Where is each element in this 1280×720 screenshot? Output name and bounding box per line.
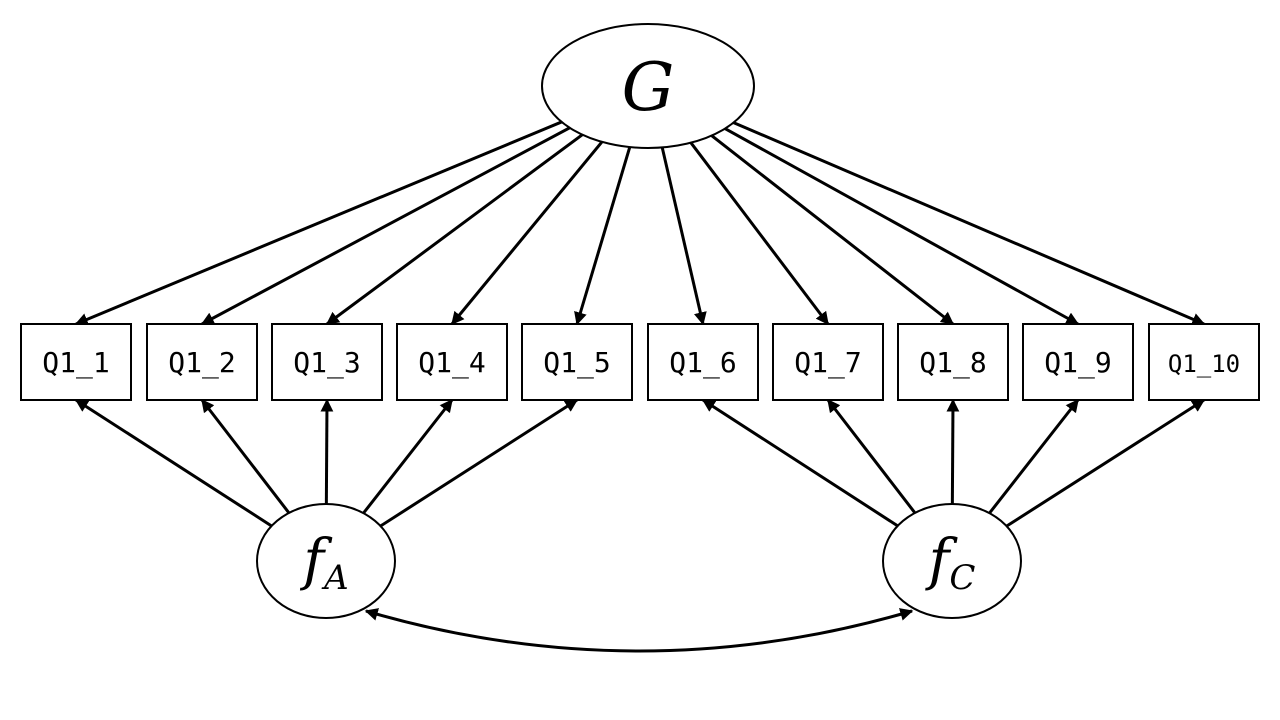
indicator-box (647, 323, 759, 401)
indicator-node: Q1_1 (20, 323, 132, 401)
indicator-box (521, 323, 633, 401)
specific-factor-node: fC (882, 503, 1022, 619)
indicator-node: Q1_9 (1022, 323, 1134, 401)
specific-factor-node: fA (256, 503, 396, 619)
specific-factor-label: fC (925, 528, 976, 598)
general-loading-arrow (689, 141, 830, 326)
indicator-box (1148, 323, 1260, 401)
specific-factor-ellipse (882, 503, 1022, 619)
indicator-label: Q1_7 (794, 346, 861, 380)
indicator-node: Q1_7 (772, 323, 884, 401)
indicator-label: Q1_6 (669, 346, 736, 380)
specific-loading-arrow (320, 398, 334, 505)
indicator-label: Q1_9 (1044, 346, 1111, 380)
factor-subscript: A (321, 558, 349, 598)
indicator-label: Q1_2 (168, 346, 235, 380)
specific-factor-ellipse (256, 503, 396, 619)
general-loading-arrow (732, 121, 1206, 326)
indicator-box (146, 323, 258, 401)
general-loading-arrow (74, 120, 563, 326)
indicator-box (396, 323, 508, 401)
specific-loading-arrow (362, 398, 454, 515)
general-loading-arrow (200, 126, 571, 326)
indicator-box (271, 323, 383, 401)
general-loading-arrow (710, 134, 955, 326)
general-factor-node: G (541, 23, 755, 149)
indicator-box (897, 323, 1009, 401)
general-factor-label: G (622, 49, 675, 126)
specific-loading-arrow (74, 398, 273, 528)
indicator-node: Q1_2 (146, 323, 258, 401)
general-loading-arrow (574, 146, 632, 326)
general-loading-arrow (660, 147, 707, 326)
indicator-label: Q1_4 (418, 346, 485, 380)
specific-loading-arrow (946, 398, 960, 505)
factor-subscript: C (949, 558, 975, 598)
indicator-box (772, 323, 884, 401)
indicator-node: Q1_3 (271, 323, 383, 401)
specific-loading-arrow (826, 398, 917, 514)
general-loading-arrow (450, 140, 604, 326)
indicator-label: Q1_1 (42, 346, 109, 380)
indicator-label: Q1_3 (293, 346, 360, 380)
general-loading-arrow (724, 127, 1080, 326)
indicator-box (1022, 323, 1134, 401)
indicator-box (20, 323, 132, 401)
specific-loading-arrow (988, 398, 1080, 515)
specific-loading-arrow (701, 398, 899, 528)
indicator-node: Q1_5 (521, 323, 633, 401)
indicator-label: Q1_8 (919, 346, 986, 380)
indicator-label: Q1_5 (543, 346, 610, 380)
indicator-node: Q1_8 (897, 323, 1009, 401)
specific-loading-arrow (200, 398, 291, 514)
factor-covariance-arrow (364, 608, 914, 653)
general-factor-ellipse (541, 23, 755, 149)
indicator-node: Q1_4 (396, 323, 508, 401)
specific-loading-arrow (1005, 398, 1206, 528)
indicator-label: Q1_10 (1168, 350, 1240, 378)
indicator-node: Q1_6 (647, 323, 759, 401)
general-loading-arrow (325, 133, 584, 326)
specific-loading-arrow (379, 398, 579, 528)
indicator-node: Q1_10 (1148, 323, 1260, 401)
